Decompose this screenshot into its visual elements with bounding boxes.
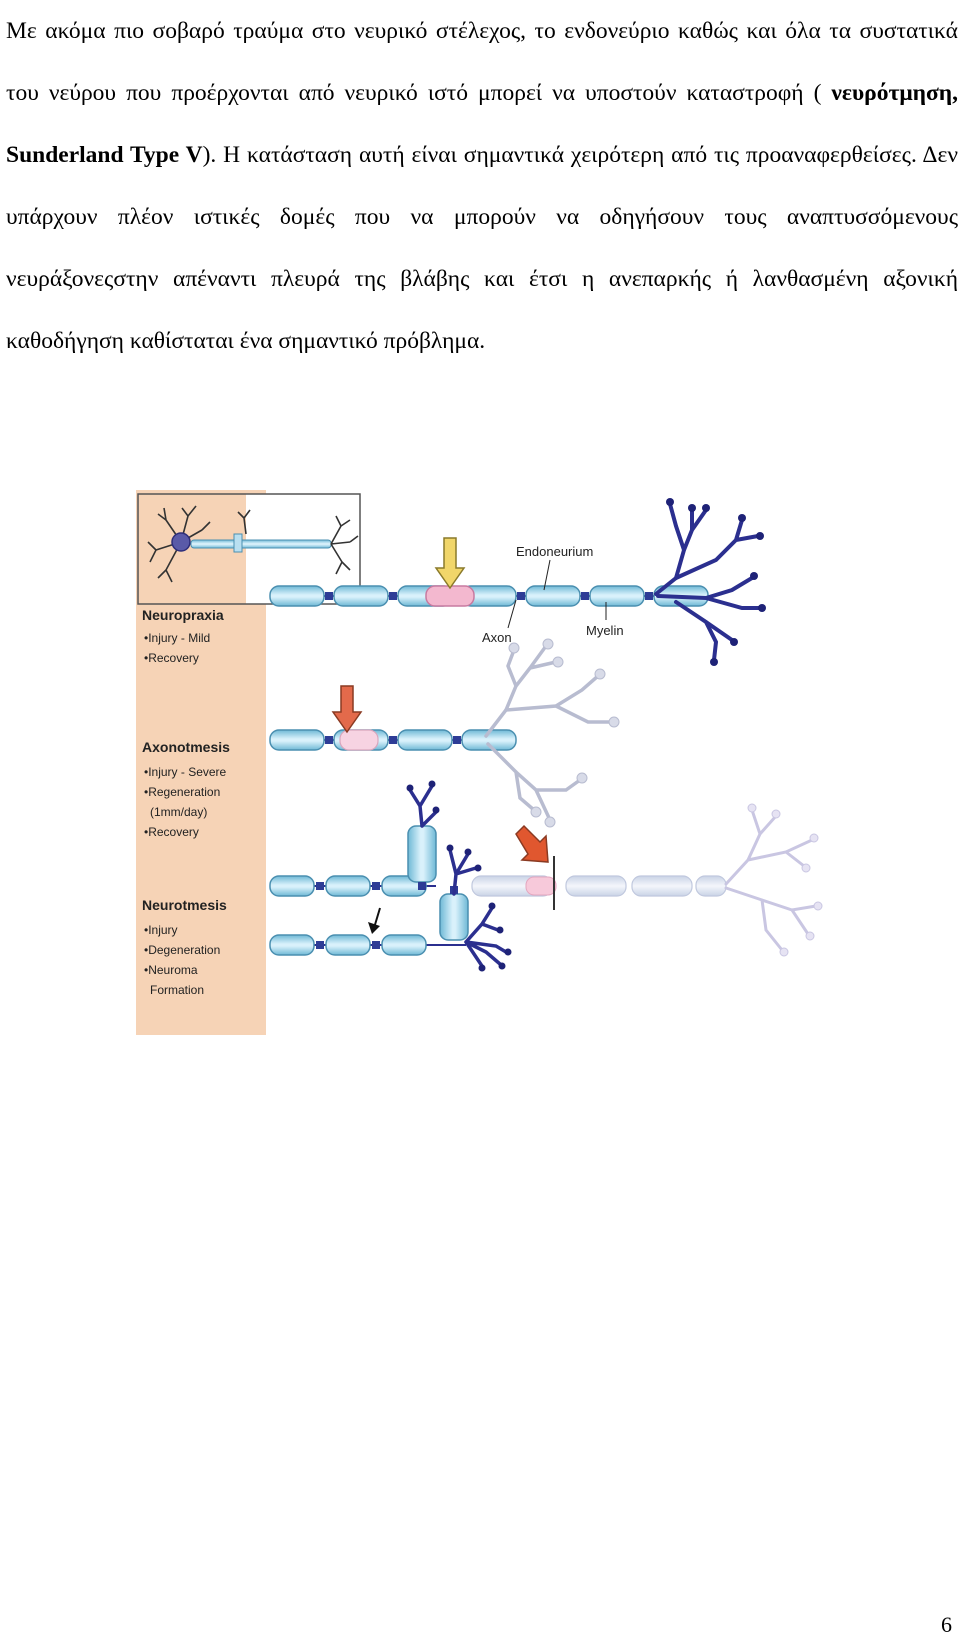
overview-neuron-icon xyxy=(147,505,359,583)
degeneration-small-arrow xyxy=(368,907,381,934)
myelin-segment xyxy=(397,729,453,751)
node-of-ranvier xyxy=(325,592,333,600)
myelin-segment xyxy=(589,585,645,607)
myelin-segment xyxy=(269,934,315,956)
neuropraxia-nerve xyxy=(269,585,709,607)
nerve-injury-figure: Endoneurium Axon Myelin xyxy=(136,490,854,1035)
neuropraxia-item: •Injury - Mild xyxy=(144,631,210,645)
axon-label: Axon xyxy=(482,630,512,645)
axonotmesis-item: •Regeneration xyxy=(144,785,220,799)
myelin-segment xyxy=(269,875,315,897)
neuropraxia-item: •Recovery xyxy=(144,651,199,665)
paragraph-bold-term: νευρότμηση, Sunderland Type V xyxy=(6,80,958,168)
myelin-segment xyxy=(325,875,371,897)
axonotmesis-faded-dendrites xyxy=(484,644,614,822)
myelin-segment xyxy=(325,934,371,956)
axonotmesis-item: •Recovery xyxy=(144,825,199,839)
node-of-ranvier xyxy=(316,882,324,890)
axonotmesis-injury-arrow xyxy=(331,685,363,734)
myelin-segment xyxy=(269,729,325,751)
node-of-ranvier xyxy=(645,592,653,600)
node-of-ranvier xyxy=(453,736,461,744)
axonotmesis-item: (1mm/day) xyxy=(150,805,207,819)
neurotmesis-item: •Injury xyxy=(144,923,178,937)
paragraph-text-2: ). Η κατάσταση αυτή είναι σημαντικά χειρ… xyxy=(6,142,958,354)
neurotmesis-title: Neurotmesis xyxy=(142,897,227,913)
neurotmesis-nerve xyxy=(269,825,727,956)
neuropraxia-title: Neuropraxia xyxy=(142,607,224,623)
paragraph-text-1: Με ακόμα πιο σοβαρό τραύμα στο νευρικό σ… xyxy=(6,18,958,106)
node-of-ranvier xyxy=(389,592,397,600)
neurotmesis-item: •Neuroma xyxy=(144,963,198,977)
axonotmesis-nerve xyxy=(269,729,517,751)
neuropraxia-terminal-dendrites xyxy=(654,502,762,662)
axonotmesis-item: •Injury - Severe xyxy=(144,765,227,779)
node-of-ranvier xyxy=(316,941,324,949)
myelin-segment xyxy=(381,934,427,956)
neurotmesis-neuroma-dendrites xyxy=(408,784,508,968)
neurotmesis-item: Formation xyxy=(150,983,204,997)
endoneurium-label: Endoneurium xyxy=(516,544,593,559)
neurotmesis-injury-arrow xyxy=(515,824,549,863)
node-of-ranvier xyxy=(325,736,333,744)
sidebar-panel xyxy=(136,490,266,1035)
neurotmesis-faded-dendrites xyxy=(724,808,818,952)
node-of-ranvier xyxy=(372,882,380,890)
neurotmesis-item: •Degeneration xyxy=(144,943,220,957)
axonotmesis-title: Axonotmesis xyxy=(142,739,230,755)
page-number: 6 xyxy=(941,1612,952,1637)
neuropraxia-injury-arrow xyxy=(434,537,466,590)
node-of-ranvier xyxy=(581,592,589,600)
node-of-ranvier xyxy=(372,941,380,949)
body-paragraph: Με ακόμα πιο σοβαρό τραύμα στο νευρικό σ… xyxy=(6,0,958,372)
node-of-ranvier xyxy=(517,592,525,600)
myelin-segment xyxy=(269,585,325,607)
myelin-segment xyxy=(333,585,389,607)
node-of-ranvier xyxy=(389,736,397,744)
myelin-label: Myelin xyxy=(586,623,624,638)
overview-neuron-box xyxy=(137,493,361,605)
myelin-segment xyxy=(525,585,581,607)
